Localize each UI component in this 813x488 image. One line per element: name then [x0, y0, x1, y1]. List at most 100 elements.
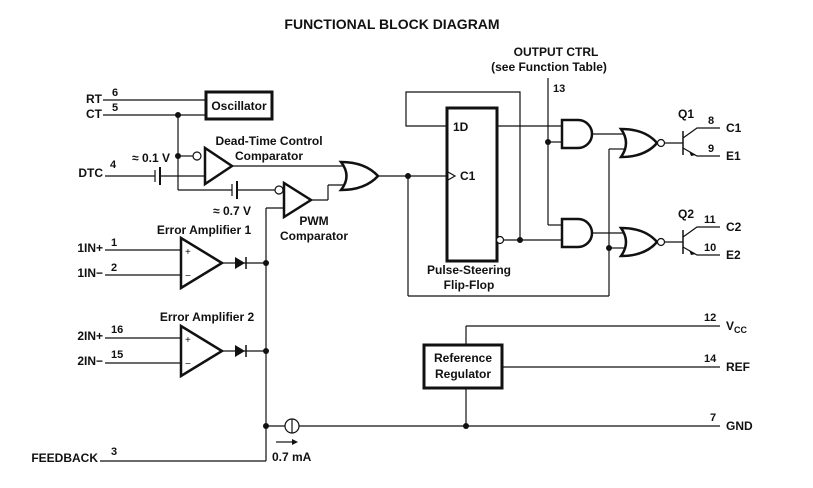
and-gate-1 — [560, 118, 594, 150]
pin-c1-number: 8 — [708, 115, 714, 127]
oscillator-label: Oscillator — [211, 99, 267, 113]
transistor-q2: Q2 11 C2 10 E2 — [665, 207, 742, 262]
pin-1in-minus-label: 1IN− — [77, 266, 103, 280]
pin-ref-label: REF — [726, 360, 750, 374]
pin-2in-minus-label: 2IN− — [77, 354, 103, 368]
pin-ref-number: 14 — [704, 353, 717, 365]
pin-vcc-label: VCC — [726, 319, 748, 335]
q2-emitter-arrow — [689, 250, 696, 255]
diode-1-icon — [235, 257, 245, 269]
pin-dtc-label: DTC — [78, 166, 103, 180]
output-ctrl-label-2: (see Function Table) — [491, 60, 607, 74]
dead-time-comparator-symbol — [203, 145, 235, 187]
dead-time-label-2: Comparator — [235, 149, 303, 163]
plus-sign: + — [185, 335, 191, 346]
pin-c2-label: C2 — [726, 220, 742, 234]
q2-collector — [682, 226, 720, 238]
and-gates — [560, 118, 626, 249]
current-arrow-head — [292, 439, 298, 445]
nor-gate-2 — [618, 226, 659, 258]
dead-time-label-1: Dead-Time Control — [215, 134, 322, 148]
pin-feedback-number: 3 — [111, 446, 117, 458]
q2-emitter — [682, 246, 720, 256]
or-gate-symbol — [338, 160, 380, 192]
pin-2in-plus-number: 16 — [111, 324, 123, 336]
current-annotation: 0.7 mA — [272, 450, 312, 464]
pin-output-ctrl-number: 13 — [553, 83, 565, 95]
error-amp-2-symbol — [179, 323, 225, 379]
q2-label: Q2 — [678, 207, 694, 221]
pin-1in-minus-number: 2 — [111, 262, 117, 274]
pin-e1-number: 9 — [708, 143, 714, 155]
junction-dot — [263, 260, 269, 266]
pin-2in-plus-label: 2IN+ — [77, 329, 103, 343]
error-amp-2-label: Error Amplifier 2 — [160, 310, 255, 324]
pin-2in-minus-number: 15 — [111, 349, 123, 361]
transistor-q1: Q1 8 C1 9 E1 — [665, 107, 742, 163]
pulse-steering-flip-flop: 1D C1 Pulse-Steering Flip-Flop — [405, 91, 562, 292]
diode-2-icon — [235, 345, 245, 357]
nor-gates — [606, 127, 666, 296]
diagram-title: FUNCTIONAL BLOCK DIAGRAM — [284, 16, 499, 32]
inverting-bubble — [274, 185, 284, 195]
error-amp-1-label: Error Amplifier 1 — [157, 223, 252, 237]
pin-e2-number: 10 — [704, 242, 716, 254]
output-control: OUTPUT CTRL (see Function Table) 13 — [491, 45, 607, 226]
dead-time-comparator: Dead-Time Control Comparator ≈ 0.1 V DTC… — [78, 134, 345, 187]
pin-1in-plus-number: 1 — [111, 237, 117, 249]
flip-flop-block — [445, 106, 499, 263]
ref-label-1: Reference — [434, 351, 492, 365]
pwm-label-2: Comparator — [280, 229, 348, 243]
nor-bubble-1 — [656, 138, 666, 148]
q1-emitter-arrow — [689, 151, 696, 156]
reference-regulator: Reference Regulator 12 VCC 14 REF — [422, 312, 750, 426]
and-gate-2 — [560, 217, 594, 249]
pin-gnd-label: GND — [726, 419, 753, 433]
junction-dot — [263, 348, 269, 354]
wire — [405, 91, 521, 240]
pwm-label-1: PWM — [299, 214, 328, 228]
oscillator-section: Oscillator RT 6 CT 5 — [86, 87, 274, 190]
pin-feedback-label: FEEDBACK — [31, 451, 98, 465]
oscillator-block — [204, 90, 274, 121]
flip-flop-label-1: Pulse-Steering — [427, 263, 511, 277]
clock-triangle — [447, 171, 457, 181]
pin-1in-plus-label: 1IN+ — [77, 241, 103, 255]
output-ctrl-label-1: OUTPUT CTRL — [514, 45, 599, 59]
junction-dot — [517, 237, 523, 243]
pin-rt-number: 6 — [112, 87, 118, 99]
minus-sign: − — [185, 271, 191, 282]
vcc-sub: CC — [734, 325, 747, 335]
v-dtc-annotation: ≈ 0.1 V — [132, 151, 170, 165]
q-bar-bubble — [495, 235, 505, 245]
pin-ct-number: 5 — [112, 102, 118, 114]
v-pwm-annotation: ≈ 0.7 V — [213, 204, 251, 218]
error-amplifier-1: Error Amplifier 1 + − 1IN+ 1 1IN− 2 — [77, 223, 269, 291]
q1-label: Q1 — [678, 107, 694, 121]
pwm-comparator: ≈ 0.7 V PWM Comparator — [178, 180, 348, 457]
flip-flop-clk-label: C1 — [460, 169, 476, 183]
error-amp-1-symbol — [179, 235, 225, 291]
nor-gate-1 — [618, 127, 659, 159]
pin-e2-label: E2 — [726, 248, 741, 262]
ref-label-2: Regulator — [435, 367, 491, 381]
flip-flop-label-2: Flip-Flop — [444, 278, 495, 292]
pin-vcc-number: 12 — [704, 312, 716, 324]
flip-flop-d-label: 1D — [453, 120, 469, 134]
pin-ct-label: CT — [86, 107, 103, 121]
pin-dtc-number: 4 — [110, 159, 117, 171]
q1-collector — [682, 127, 720, 139]
error-amplifier-2: Error Amplifier 2 + − 2IN+ 16 2IN− 15 — [77, 310, 269, 379]
or-gate-main — [338, 160, 609, 297]
pin-rt-label: RT — [86, 92, 103, 106]
pin-c1-label: C1 — [726, 121, 742, 135]
pin-c2-number: 11 — [704, 214, 716, 226]
plus-sign: + — [185, 247, 191, 258]
vcc-main: V — [726, 319, 734, 333]
pin-e1-label: E1 — [726, 149, 741, 163]
pwm-comparator-symbol — [282, 180, 314, 220]
q1-emitter — [682, 147, 720, 157]
nor-bubble-2 — [656, 237, 666, 247]
inverting-bubble — [192, 151, 202, 161]
